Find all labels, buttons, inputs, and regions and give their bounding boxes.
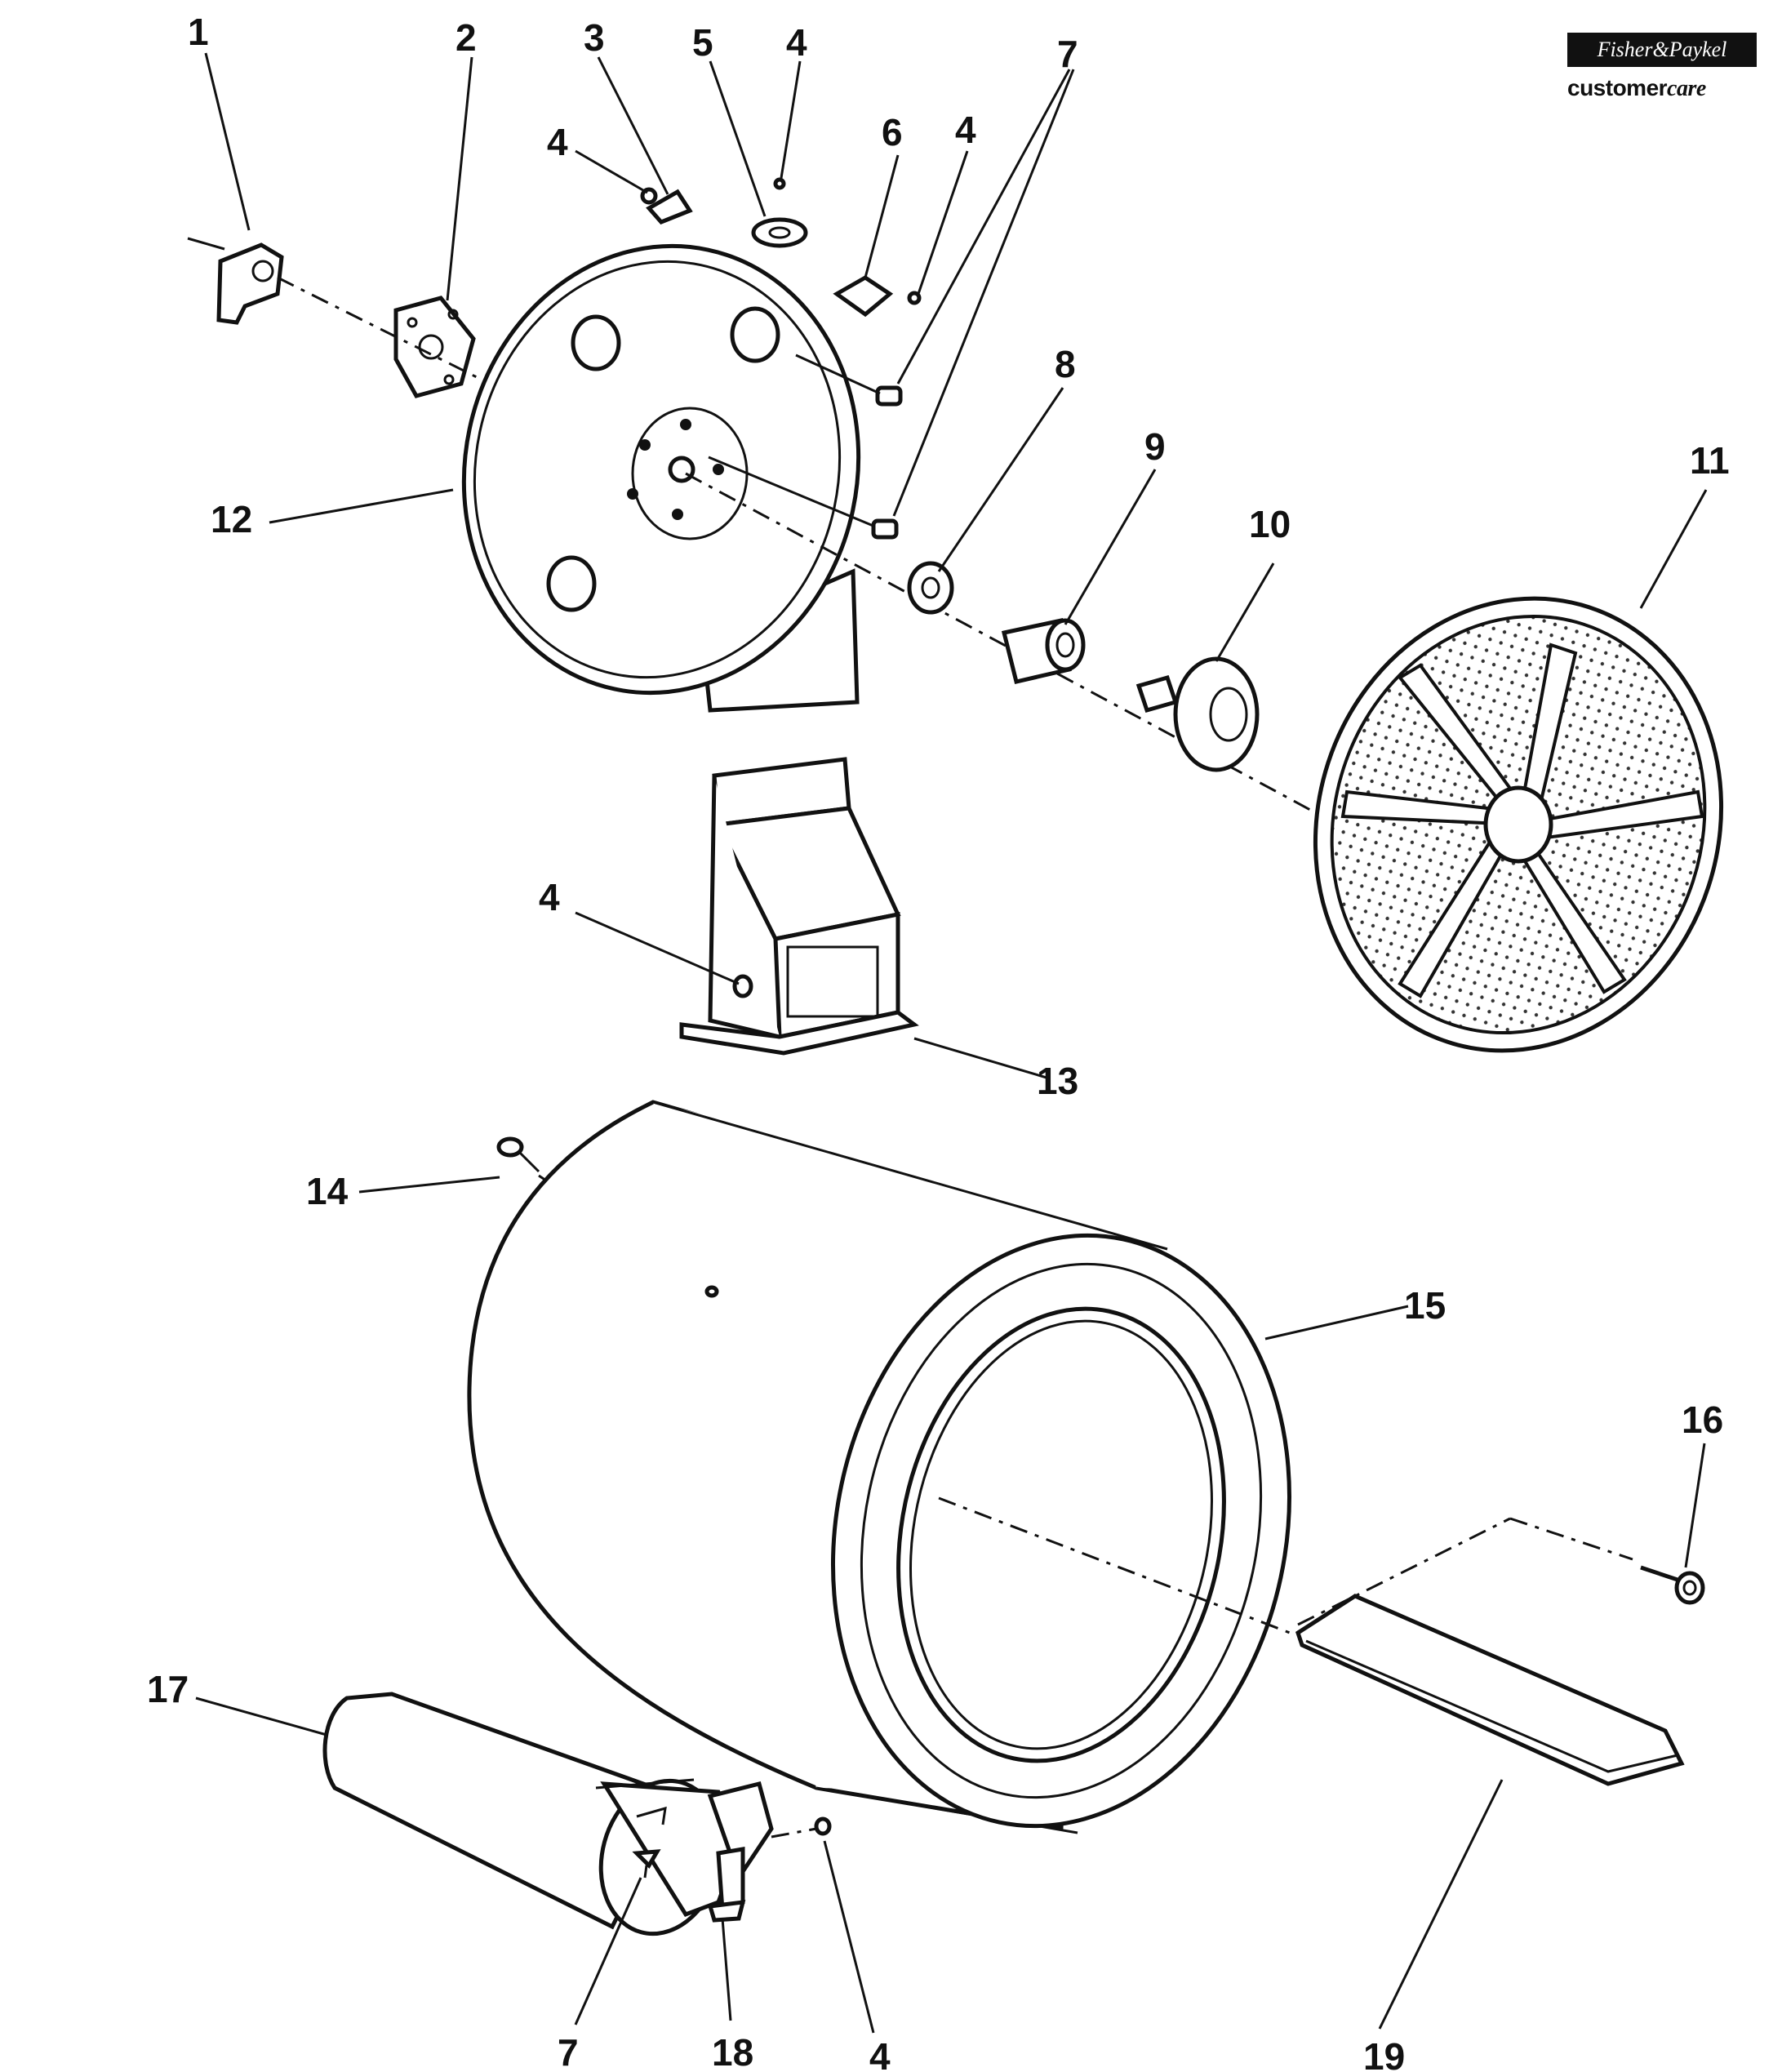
brand-service-accent: care (1667, 76, 1706, 101)
leader-lines (195, 52, 1708, 2034)
callout-7: 7 (558, 2031, 579, 2072)
brand-logo: Fisher&Paykel customercare (1567, 33, 1757, 102)
part-2-mounting-plate (393, 296, 476, 398)
part-17-motor (322, 1692, 774, 1936)
axis-line-screw16b (1509, 1517, 1633, 1561)
callout-6: 6 (882, 111, 903, 153)
callout-8: 8 (1055, 343, 1076, 385)
part-7-screws (708, 353, 903, 540)
callout-4: 4 (547, 121, 568, 163)
callout-15: 15 (1404, 1284, 1446, 1327)
brand-name: Fisher&Paykel (1567, 33, 1757, 67)
brand-service-word: customer (1567, 75, 1668, 100)
part-19-lint-housing (1295, 1594, 1685, 1786)
part-4-screw-motor (771, 1816, 832, 1839)
part-18-motor-bracket (707, 1847, 746, 1923)
brand-service-mark: customercare (1567, 75, 1757, 102)
callout-7: 7 (1057, 33, 1078, 75)
callout-1: 1 (188, 11, 209, 53)
callout-18: 18 (712, 2031, 753, 2072)
callout-4: 4 (955, 109, 976, 151)
callout-4: 4 (869, 2035, 891, 2072)
callout-9: 9 (1144, 425, 1166, 468)
callout-10: 10 (1249, 503, 1291, 545)
callout-19: 19 (1363, 2035, 1405, 2072)
callout-3: 3 (584, 16, 605, 59)
part-12-rear-bulkhead (461, 243, 861, 713)
part-5-clip (751, 217, 808, 248)
callout-16: 16 (1682, 1398, 1723, 1441)
part-10-shaft-flange (1135, 656, 1260, 772)
part-6-clip (833, 275, 894, 318)
axis-line-screw16 (1297, 1517, 1511, 1626)
callout-12: 12 (211, 498, 252, 540)
callout-14: 14 (306, 1170, 349, 1212)
callout-4: 4 (539, 876, 560, 918)
part-13-duct-bracket (679, 757, 919, 1056)
callouts: 1 2 3 4 5 4 6 4 7 8 9 10 11 12 4 13 14 1… (147, 11, 1730, 2072)
part-16-screw (1640, 1565, 1705, 1605)
callout-13: 13 (1037, 1060, 1078, 1102)
axis-line-front (938, 1496, 1291, 1634)
part-8-bearing (907, 561, 954, 615)
callout-5: 5 (692, 21, 713, 64)
callout-2: 2 (455, 16, 477, 59)
callout-4: 4 (786, 21, 807, 64)
part-15-drum (467, 1100, 1291, 1834)
part-11-drum-rear-panel (1313, 596, 1724, 1053)
part-3-clip (646, 189, 693, 225)
part-1-bracket (187, 237, 284, 325)
part-9-bushing (1001, 618, 1086, 684)
part-7-motor-screw (632, 1849, 661, 1879)
callout-17: 17 (147, 1668, 189, 1710)
callout-11: 11 (1690, 439, 1730, 482)
